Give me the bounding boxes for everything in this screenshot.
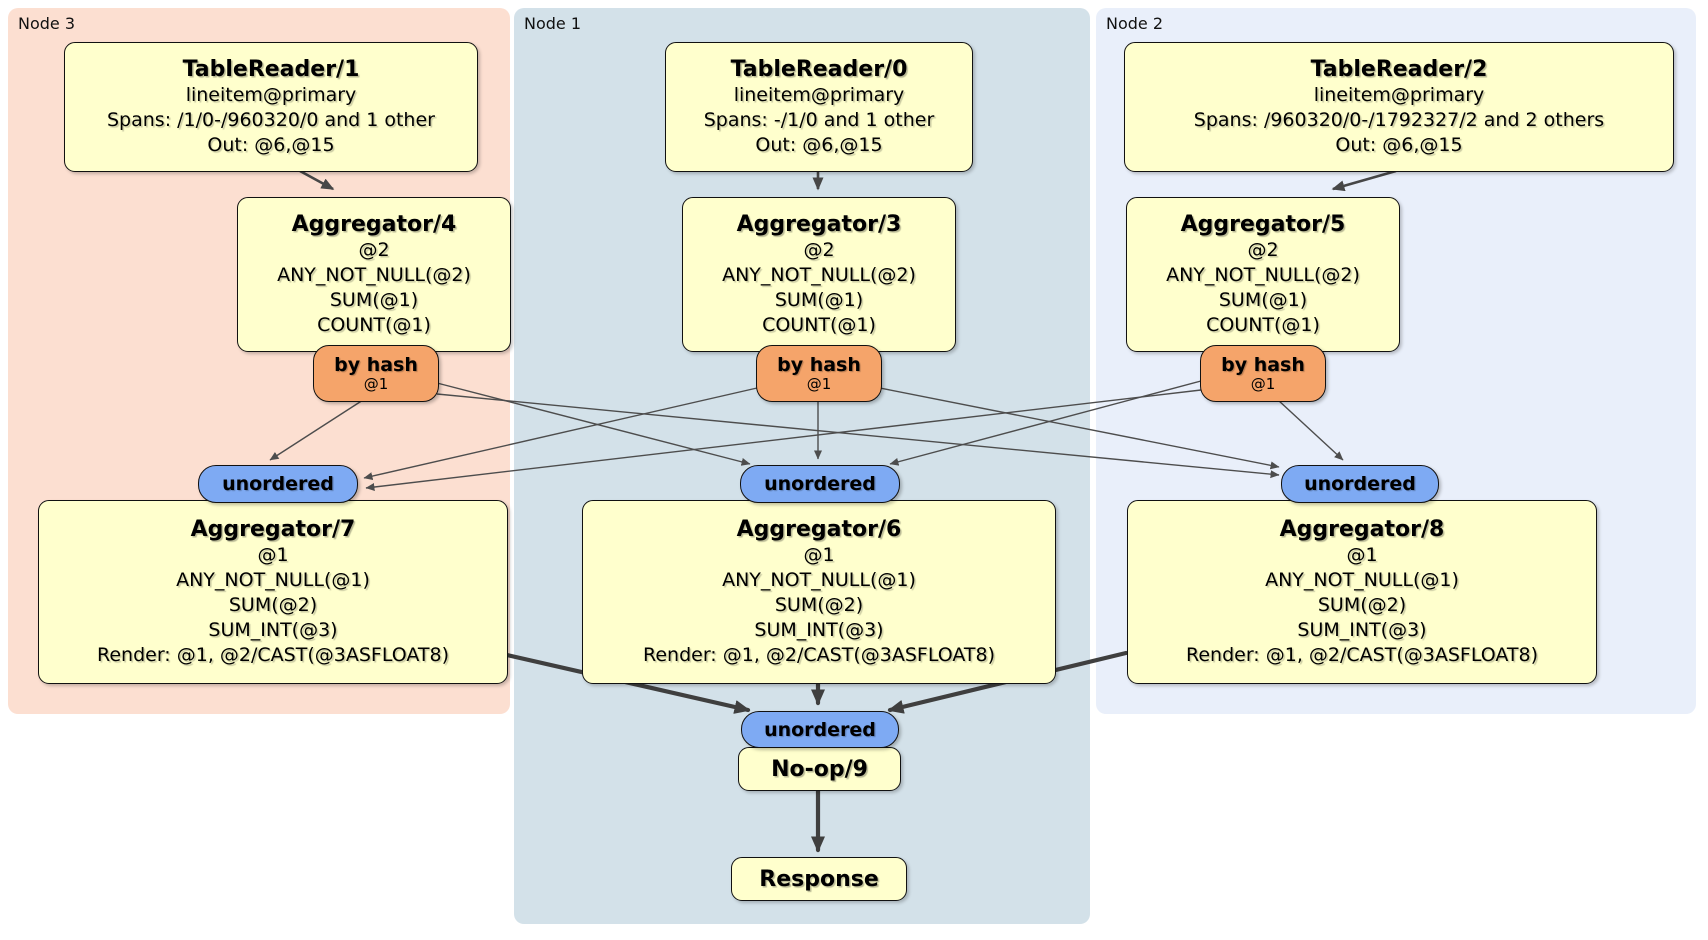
processor-detail: SUM(@2): [228, 594, 318, 616]
processor-detail: SUM(@1): [329, 289, 419, 311]
processor-title: Aggregator/5: [1180, 212, 1346, 237]
processor-detail: ANY_NOT_NULL(@1): [176, 569, 370, 591]
table-reader-1-node: TableReader/1 lineitem@primary Spans: /1…: [64, 42, 478, 172]
processor-detail: Render: @1, @2/CAST(@3ASFLOAT8): [1186, 644, 1538, 666]
processor-detail: lineitem@primary: [1313, 84, 1485, 106]
sync-label: unordered: [764, 718, 876, 741]
sync-label: unordered: [1304, 473, 1416, 495]
processor-detail: Render: @1, @2/CAST(@3ASFLOAT8): [97, 644, 449, 666]
edge-hash3-sync8: [879, 387, 1280, 470]
aggregator-4-node: Aggregator/4 @2 ANY_NOT_NULL(@2) SUM(@1)…: [237, 197, 511, 352]
edge-hash5-sync6: [889, 380, 1202, 466]
sync-label: unordered: [222, 473, 334, 495]
edge-hash4-sync7: [269, 399, 364, 461]
router-label: by hash: [1221, 353, 1305, 376]
processor-detail: SUM_INT(@3): [754, 619, 884, 641]
aggregator-5-node: Aggregator/5 @2 ANY_NOT_NULL(@2) SUM(@1)…: [1126, 197, 1400, 352]
unordered-sync-6: unordered: [740, 465, 900, 503]
processor-title: No-op/9: [771, 756, 868, 782]
processor-detail: COUNT(@1): [1206, 314, 1320, 336]
edge-tr1-agg4: [299, 169, 335, 191]
processor-detail: @1: [1346, 544, 1378, 566]
edge-tr2-agg5: [1331, 169, 1397, 192]
processor-detail: @2: [358, 239, 390, 261]
by-hash-router-5: by hash @1: [1200, 345, 1326, 402]
processor-detail: @1: [803, 544, 835, 566]
processor-title: TableReader/0: [730, 57, 908, 82]
aggregator-7-node: Aggregator/7 @1 ANY_NOT_NULL(@1) SUM(@2)…: [38, 500, 508, 684]
processor-title: Aggregator/3: [736, 212, 902, 237]
router-key: @1: [1250, 374, 1276, 393]
node1-label: Node 1: [524, 14, 582, 33]
table-reader-2-node: TableReader/2 lineitem@primary Spans: /9…: [1124, 42, 1674, 172]
edge-hash3-sync7: [363, 387, 758, 481]
processor-detail: SUM(@1): [774, 289, 864, 311]
no-op-node: No-op/9: [738, 747, 901, 791]
response-node: Response: [731, 857, 907, 901]
unordered-sync-7: unordered: [198, 465, 358, 503]
processor-detail: Out: @6,@15: [207, 134, 335, 156]
processor-title: Aggregator/8: [1279, 517, 1445, 542]
edge-hash4-sync6: [436, 382, 751, 466]
processor-detail: ANY_NOT_NULL(@2): [722, 264, 916, 286]
processor-detail: SUM(@1): [1218, 289, 1308, 311]
processor-title: TableReader/1: [182, 57, 360, 82]
edge-hash5-sync8: [1277, 399, 1344, 461]
processor-detail: SUM(@2): [774, 594, 864, 616]
processor-detail: ANY_NOT_NULL(@2): [1166, 264, 1360, 286]
aggregator-6-node: Aggregator/6 @1 ANY_NOT_NULL(@1) SUM(@2)…: [582, 500, 1056, 684]
processor-detail: ANY_NOT_NULL(@1): [722, 569, 916, 591]
processor-title: Aggregator/6: [736, 517, 902, 542]
processor-detail: Out: @6,@15: [755, 134, 883, 156]
processor-detail: Render: @1, @2/CAST(@3ASFLOAT8): [643, 644, 995, 666]
router-key: @1: [806, 374, 832, 393]
processor-detail: Spans: /1/0-/960320/0 and 1 other: [107, 109, 435, 131]
table-reader-0-node: TableReader/0 lineitem@primary Spans: -/…: [665, 42, 973, 172]
processor-detail: lineitem@primary: [733, 84, 905, 106]
processor-title: Response: [759, 866, 879, 892]
by-hash-router-3: by hash @1: [756, 345, 882, 402]
processor-title: Aggregator/7: [190, 517, 356, 542]
processor-detail: lineitem@primary: [185, 84, 357, 106]
edge-hash5-sync7: [365, 389, 1202, 491]
router-label: by hash: [334, 353, 418, 376]
by-hash-router-4: by hash @1: [313, 345, 439, 402]
aggregator-3-node: Aggregator/3 @2 ANY_NOT_NULL(@2) SUM(@1)…: [682, 197, 956, 352]
unordered-sync-9: unordered: [741, 711, 899, 748]
processor-detail: @1: [257, 544, 289, 566]
aggregator-8-node: Aggregator/8 @1 ANY_NOT_NULL(@1) SUM(@2)…: [1127, 500, 1597, 684]
processor-detail: @2: [803, 239, 835, 261]
processor-detail: Spans: -/1/0 and 1 other: [703, 109, 935, 131]
processor-detail: @2: [1247, 239, 1279, 261]
processor-detail: COUNT(@1): [762, 314, 876, 336]
edge-hash4-sync8: [436, 393, 1280, 479]
processor-title: TableReader/2: [1310, 57, 1488, 82]
sync-label: unordered: [764, 473, 876, 495]
router-key: @1: [363, 374, 389, 393]
processor-detail: Spans: /960320/0-/1792327/2 and 2 others: [1193, 109, 1605, 131]
processor-detail: ANY_NOT_NULL(@1): [1265, 569, 1459, 591]
processor-detail: Out: @6,@15: [1335, 134, 1463, 156]
processor-detail: SUM_INT(@3): [1297, 619, 1427, 641]
node2-label: Node 2: [1106, 14, 1164, 33]
processor-detail: COUNT(@1): [317, 314, 431, 336]
processor-detail: ANY_NOT_NULL(@2): [277, 264, 471, 286]
router-label: by hash: [777, 353, 861, 376]
node3-label: Node 3: [18, 14, 76, 33]
unordered-sync-8: unordered: [1281, 465, 1439, 503]
processor-title: Aggregator/4: [291, 212, 457, 237]
processor-detail: SUM_INT(@3): [208, 619, 338, 641]
processor-detail: SUM(@2): [1317, 594, 1407, 616]
